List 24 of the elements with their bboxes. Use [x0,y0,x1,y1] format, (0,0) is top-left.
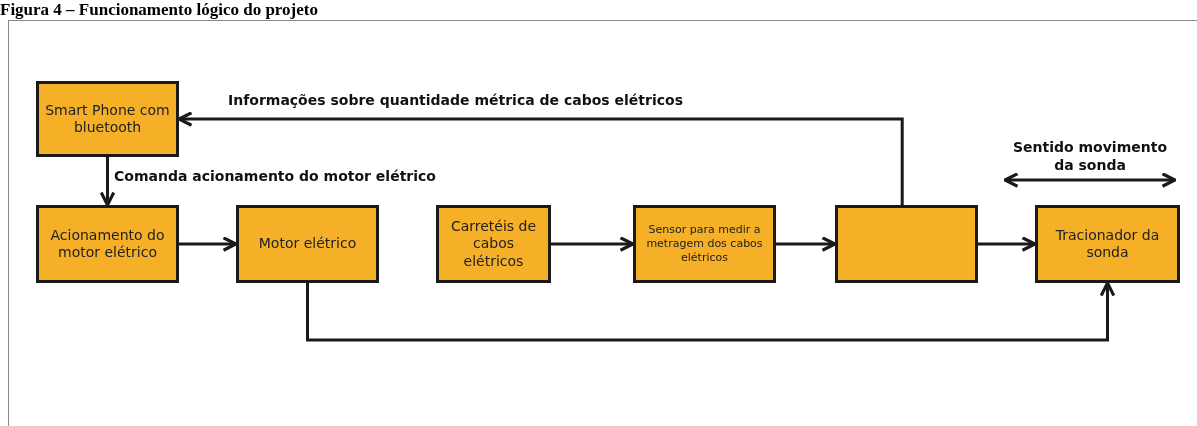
box-label: Smart Phone com bluetooth [44,101,171,137]
arrow [978,236,1037,252]
arrow [306,281,1116,342]
arrow [177,111,904,205]
box-label: Acionamento do motor elétrico [49,226,166,262]
process-box [1035,205,1180,283]
box-label: Carretéis de cabos elétricos [449,217,538,271]
process-box [436,205,551,283]
figure-title: Figura 4 – Funcionamento lógico do projeto [0,0,318,20]
box-label: Sensor para medir a metragem dos cabos elétricos [645,223,764,265]
process-box [633,205,776,283]
arrow [179,236,238,252]
arrow [99,157,116,207]
process-box [36,81,179,157]
process-box [835,205,978,283]
process-box [236,205,379,283]
arrow [551,236,635,252]
arrow [776,236,837,252]
direction-label: Sentido movimento da sonda [1011,138,1168,175]
box-label: Tracionador da sonda [1054,226,1161,262]
process-box [36,205,179,283]
edge-label: Comanda acionamento do motor elétrico [112,168,438,184]
edge-label: Informações sobre quantidade métrica de cabos elétricos [226,92,685,108]
box-label: Motor elétrico [258,235,357,253]
